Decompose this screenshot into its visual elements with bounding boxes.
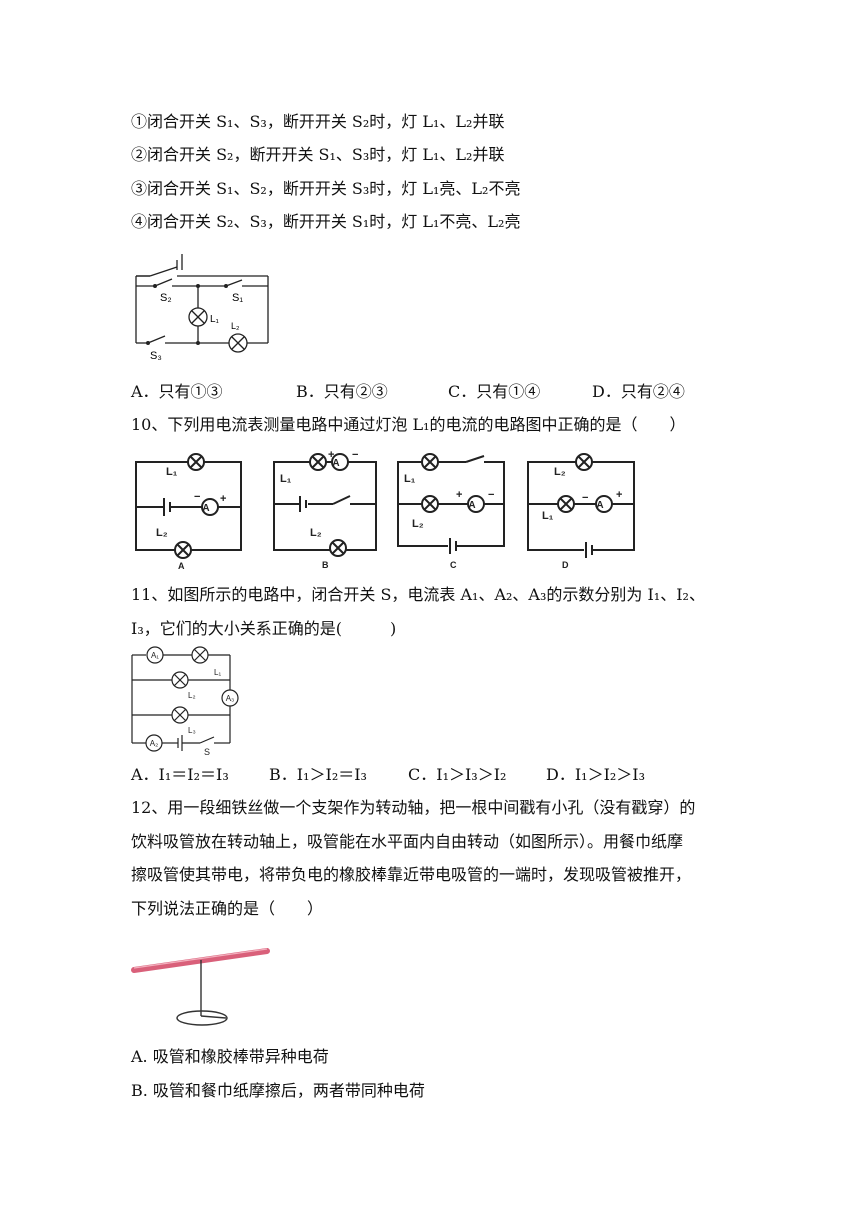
- q12-option-b[interactable]: B. 吸管和餐巾纸摩擦后，两者带同种电荷: [131, 1081, 425, 1100]
- q10-circuits: L₁ A − + L₂ A L₁ + A − L₂ B L₁ + A − L₂ …: [135, 449, 635, 571]
- d-l1: L₁: [542, 510, 554, 522]
- straw-on-stand-figure: [131, 948, 270, 1026]
- c-plus: +: [456, 489, 462, 501]
- switch-label: S: [204, 747, 210, 757]
- b-l2: L₂: [310, 527, 322, 539]
- a-l2: L₂: [156, 527, 168, 539]
- a-plus: +: [220, 493, 226, 505]
- label-d: D: [562, 560, 569, 570]
- l1-label: L₁: [210, 314, 220, 325]
- label-b: B: [322, 560, 329, 570]
- statement-3: ③闭合开关 S₁、S₂，断开开关 S₃时，灯 L₁亮、L₂不亮: [131, 179, 521, 198]
- q11-stem-line2: I₃，它们的大小关系正确的是( ): [131, 619, 397, 638]
- option-d[interactable]: D．只有②④: [592, 382, 685, 401]
- d-minus: −: [582, 492, 588, 504]
- a-minus: −: [194, 491, 200, 503]
- a2-label: A₂: [150, 739, 158, 748]
- l1-label: L₁: [214, 668, 221, 677]
- a3-label: A₃: [226, 694, 235, 703]
- label-a: A: [178, 561, 185, 571]
- a-ammeter: A: [202, 503, 209, 514]
- option-b[interactable]: B．I₁＞I₂＝I₃: [269, 765, 367, 784]
- c-l1: L₁: [404, 473, 416, 485]
- d-l2: L₂: [554, 466, 566, 478]
- b-l1: L₁: [280, 473, 292, 485]
- option-c[interactable]: C．只有①④: [448, 382, 541, 401]
- q12-stem-line1: 12、用一段细铁丝做一个支架作为转动轴，把一根中间戳有小孔（没有戳穿）的: [131, 798, 696, 817]
- b-ammeter: A: [332, 458, 339, 469]
- b-plus: +: [328, 449, 334, 461]
- q12-option-a[interactable]: A. 吸管和橡胶棒带异种电荷: [131, 1047, 329, 1066]
- q11-stem-line1: 11、如图所示的电路中，闭合开关 S，电流表 A₁、A₂、A₃的示数分别为 I₁…: [131, 585, 705, 604]
- d-ammeter: A: [596, 500, 603, 511]
- c-minus: −: [488, 489, 494, 501]
- a-l1: L₁: [166, 466, 178, 478]
- c-l2: L₂: [412, 518, 424, 530]
- statement-4: ④闭合开关 S₂、S₃，断开开关 S₁时，灯 L₁不亮、L₂亮: [131, 212, 521, 231]
- option-a[interactable]: A．I₁＝I₂＝I₃: [131, 765, 229, 784]
- s1-label: S₁: [232, 292, 243, 304]
- q11-circuit-diagram: A₁ A₃ A₂ L₁ L₂ L₃ S: [131, 646, 239, 757]
- s3-label: S₃: [150, 350, 162, 362]
- option-d[interactable]: D．I₁＞I₂＞I₃: [546, 765, 646, 784]
- l3-label: L₃: [188, 726, 196, 735]
- q10-stem: 10、下列用电流表测量电路中通过灯泡 L₁的电流的电路图中正确的是（ ）: [131, 415, 686, 434]
- q9-circuit-diagram: S₂ S₁ L₁ L₂ S₃: [135, 254, 269, 362]
- b-minus: −: [352, 449, 358, 461]
- q11-options: A．I₁＝I₂＝I₃ B．I₁＞I₂＝I₃ C．I₁＞I₃＞I₂ D．I₁＞I₂…: [131, 764, 731, 786]
- c-ammeter: A: [468, 500, 475, 511]
- option-a[interactable]: A．只有①③: [131, 382, 223, 401]
- q9-options: A．只有①③ B．只有②③ C．只有①④ D．只有②④: [131, 381, 731, 403]
- option-b[interactable]: B．只有②③: [296, 382, 388, 401]
- q12-stem-line2: 饮料吸管放在转动轴上，吸管能在水平面内自由转动（如图所示）。用餐巾纸摩: [131, 832, 684, 851]
- l2-label: L₂: [188, 691, 196, 700]
- statement-1: ①闭合开关 S₁、S₃，断开开关 S₂时，灯 L₁、L₂并联: [131, 112, 505, 131]
- statement-2: ②闭合开关 S₂，断开开关 S₁、S₃时，灯 L₁、L₂并联: [131, 145, 505, 164]
- option-c[interactable]: C．I₁＞I₃＞I₂: [408, 765, 507, 784]
- s2-label: S₂: [160, 292, 172, 304]
- label-c: C: [450, 560, 457, 570]
- q12-stem-line3: 擦吸管使其带电，将带负电的橡胶棒靠近带电吸管的一端时，发现吸管被推开，: [131, 865, 692, 884]
- l2-label: L₂: [231, 321, 240, 331]
- d-plus: +: [616, 489, 622, 501]
- a1-label: A₁: [151, 651, 159, 660]
- q12-stem-line4: 下列说法正确的是（ ）: [131, 899, 324, 918]
